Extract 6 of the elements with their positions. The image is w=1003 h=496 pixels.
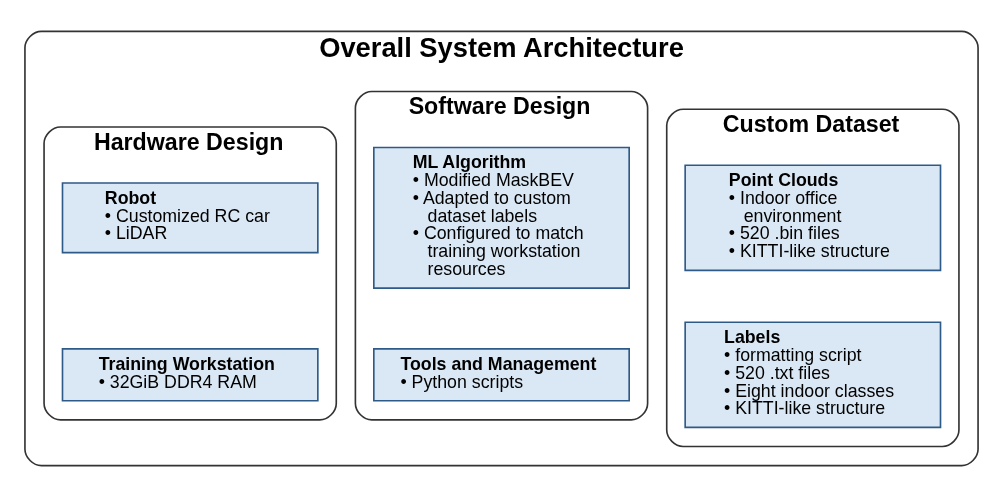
- node-box: Robot • Customized RC car • LiDAR: [61, 181, 319, 253]
- node-box: Training Workstation • 32GiB DDR4 RAM: [61, 347, 319, 402]
- node-box: Tools and Management • Python scripts: [373, 347, 630, 402]
- node-box: ML Algorithm • Modified MaskBEV • Adapted to custom dataset labels • Configured to match training workstation resources: [373, 146, 630, 289]
- node-box: Point Clouds • Indoor office environment • 520 .bin files • KITTI-like structure: [684, 163, 942, 271]
- node-box: Labels • formatting script • 520 .txt files • Eight indoor classes • KITTI-like structure: [684, 320, 942, 428]
